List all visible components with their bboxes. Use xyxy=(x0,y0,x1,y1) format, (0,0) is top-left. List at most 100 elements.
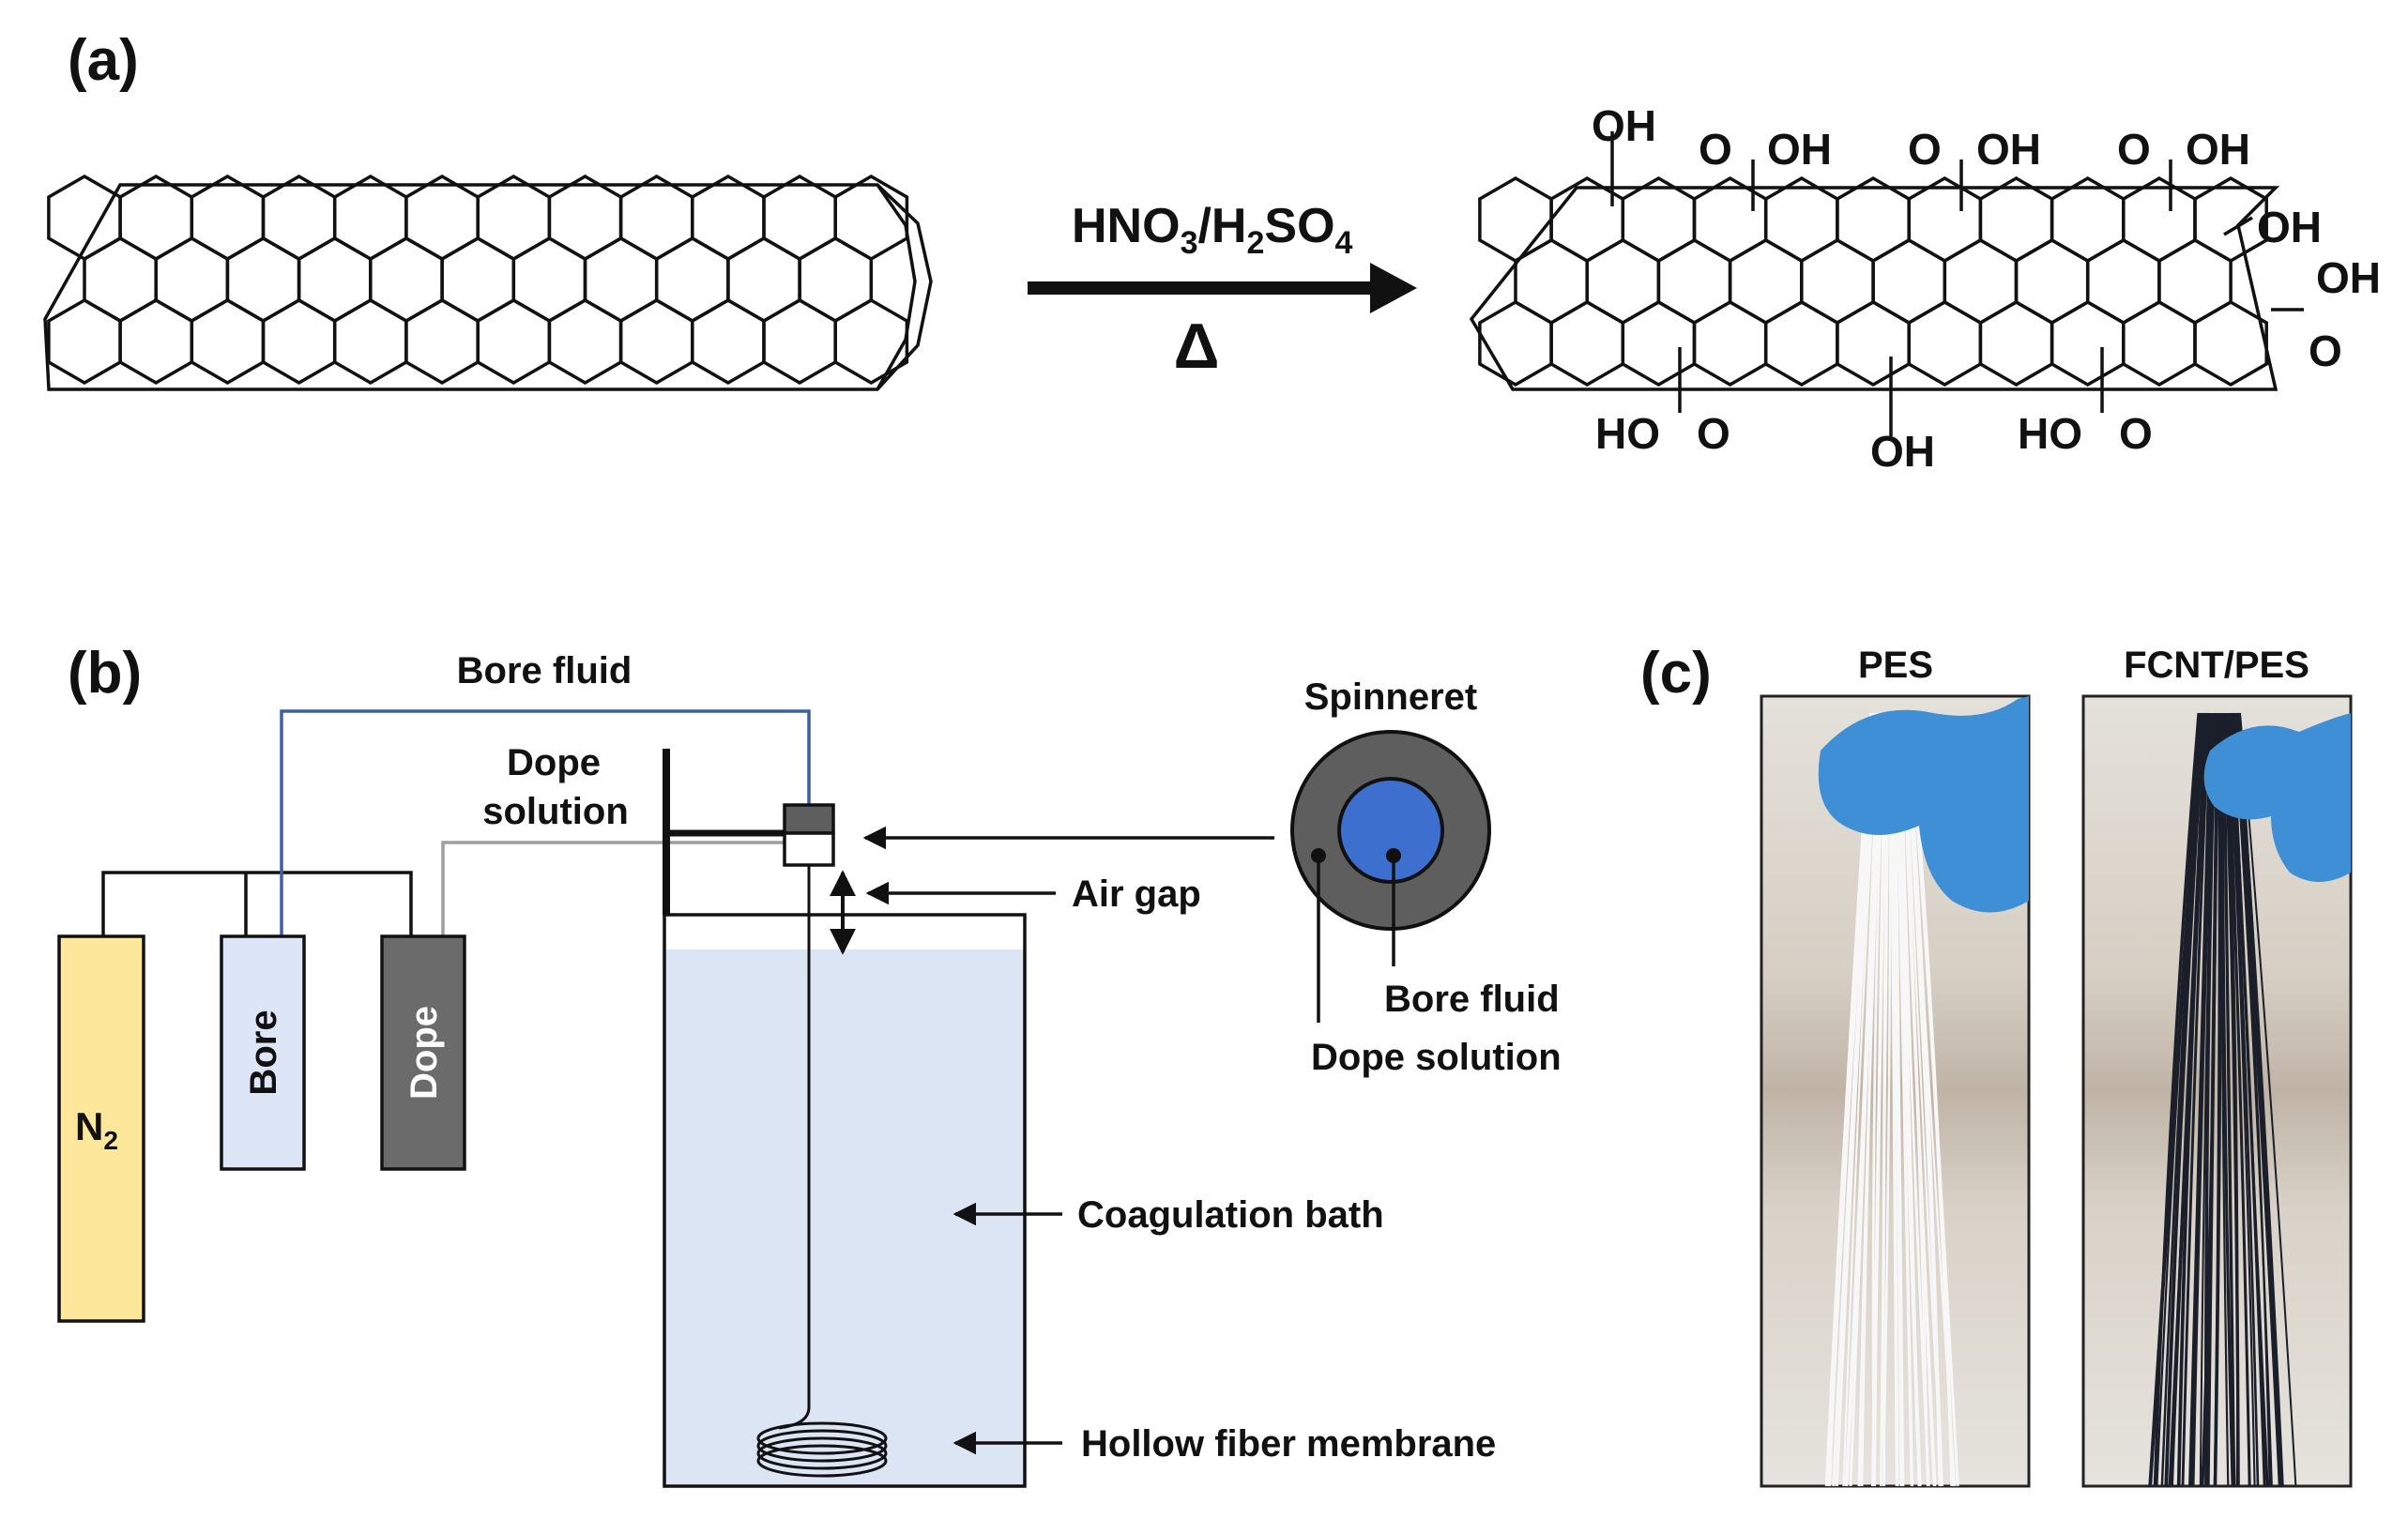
hexagon-cell xyxy=(2193,175,2268,264)
hexagon-cell xyxy=(1978,299,2054,387)
hexagon-cell xyxy=(297,235,373,324)
fiber-strand xyxy=(2222,712,2236,1487)
fcnt-glove xyxy=(2203,713,2351,882)
n2-tank-label: N2 xyxy=(75,1104,118,1155)
hexagon-cell xyxy=(1549,299,1625,387)
hexagon-cell xyxy=(1478,299,1553,387)
spinneret-label: Spinneret xyxy=(1304,676,1477,718)
hexagon-cell xyxy=(547,297,623,386)
hexagon-cell xyxy=(618,174,694,262)
hexagon-cell xyxy=(476,174,552,262)
hexagon-cell xyxy=(2122,175,2197,264)
bore-fluid-top-label: Bore fluid xyxy=(457,650,632,691)
heat-symbol: Δ xyxy=(1174,311,1220,382)
hexagon-cell xyxy=(1800,237,1875,326)
pristine-cnt-outline xyxy=(43,183,933,391)
hexagon-cell xyxy=(1943,237,2019,326)
carboxyl-ho-1: HO xyxy=(1595,409,1660,458)
hexagon-cell xyxy=(332,174,408,262)
carboxyl-o-4: O xyxy=(2309,327,2342,375)
hexagon-cell xyxy=(1907,299,1983,387)
hexagon-cell xyxy=(2085,237,2161,326)
hexagon-cell xyxy=(118,174,194,262)
spinneret-dope-solution-label: Dope solution xyxy=(1311,1037,1562,1078)
spinning-stand xyxy=(663,749,785,915)
dope-solution-label-line2: solution xyxy=(482,791,629,832)
fiber-strand xyxy=(2205,712,2219,1487)
hexagon-cell xyxy=(1692,175,1768,264)
hexagon-cell xyxy=(1656,237,1732,326)
hexagon-cell xyxy=(83,235,158,324)
pristine-cnt-hex-lattice xyxy=(47,174,909,386)
n2-tank xyxy=(57,934,145,1323)
hexagon-cell xyxy=(798,235,874,324)
panel-b-label: (b) xyxy=(68,641,142,706)
spinneret-inner-bore xyxy=(1337,777,1444,884)
hexagon-cell xyxy=(618,297,694,386)
air-gap-label: Air gap xyxy=(1072,873,1201,915)
fiber-strand xyxy=(2181,712,2211,1487)
fiber-strand xyxy=(2164,712,2206,1487)
fcnt-pes-fiber-photo xyxy=(2081,694,2353,1488)
spinneret-block-top xyxy=(783,803,835,835)
carboxyl-oh-1: OH xyxy=(1767,125,1832,174)
hexagon-cell xyxy=(833,297,909,386)
hexagon-cell xyxy=(476,297,552,386)
pes-photo-title: PES xyxy=(1858,645,1933,686)
carboxyl-o-2: O xyxy=(1908,125,1942,174)
spinneret-bore-fluid-label: Bore fluid xyxy=(1384,979,1560,1020)
fiber-strand xyxy=(2229,712,2260,1487)
hexagon-cell xyxy=(833,174,909,262)
carboxyl-oh-2: OH xyxy=(1976,125,2041,174)
hexagon-cell xyxy=(726,235,801,324)
hexagon-cell xyxy=(762,174,837,262)
hexagon-cell xyxy=(583,235,659,324)
hexagon-cell xyxy=(261,297,337,386)
fiber-strand xyxy=(2190,712,2215,1487)
reagent-label: HNO3/H2SO4 xyxy=(1072,199,1353,261)
panel-a-label: (a) xyxy=(68,28,139,93)
hollow-fiber-membrane-label: Hollow fiber membrane xyxy=(1081,1423,1496,1465)
carboxyl-ho-2: HO xyxy=(2018,409,2082,458)
carboxyl-oh-4: OH xyxy=(2316,253,2381,302)
fcnt-pes-photo-title: FCNT/PES xyxy=(2124,645,2309,686)
dope-solution-line xyxy=(441,841,786,936)
fiber-strand xyxy=(2176,712,2210,1487)
hexagon-cell xyxy=(1585,237,1661,326)
hexagon-cell xyxy=(118,297,194,386)
hexagon-cell xyxy=(2050,175,2126,264)
hexagon-cell xyxy=(1621,175,1697,264)
hexagon-cell xyxy=(2014,237,2090,326)
pristine-cnt-cap xyxy=(876,183,917,390)
hexagon-cell xyxy=(225,235,301,324)
hexagon-cell xyxy=(1763,175,1839,264)
reaction-arrow xyxy=(1028,263,1417,313)
fiber-strand xyxy=(2226,712,2251,1487)
pes-fiber-photo xyxy=(1760,694,2031,1488)
fiber-strand xyxy=(2220,712,2234,1487)
hexagon-cell xyxy=(2193,299,2268,387)
hexagon-cell xyxy=(1836,175,1911,264)
hexagon-cell xyxy=(511,235,587,324)
hexagon-cell xyxy=(1478,175,1553,264)
hexagon-cell xyxy=(1763,299,1839,387)
hexagon-cell xyxy=(1728,237,1804,326)
hexagon-cell xyxy=(190,297,266,386)
carboxyl-o-1: O xyxy=(1699,125,1732,174)
oh-group-2: OH xyxy=(2257,203,2322,251)
hexagon-cell xyxy=(547,174,623,262)
spinneret-block-bottom xyxy=(783,831,835,867)
oh-group-3: OH xyxy=(1870,427,1935,476)
hexagon-cell xyxy=(404,297,480,386)
fiber-strand xyxy=(2225,712,2239,1487)
hexagon-cell xyxy=(2050,299,2126,387)
gas-manifold xyxy=(101,871,413,936)
bore-fluid-line xyxy=(280,709,811,936)
hexagon-cell xyxy=(1978,175,2054,264)
functionalized-cnt-hex-lattice xyxy=(1478,175,2268,387)
oh-group-1: OH xyxy=(1592,101,1656,150)
fiber-strand xyxy=(2227,712,2256,1487)
hexagon-cell xyxy=(2122,299,2197,387)
hexagon-cell xyxy=(654,235,730,324)
